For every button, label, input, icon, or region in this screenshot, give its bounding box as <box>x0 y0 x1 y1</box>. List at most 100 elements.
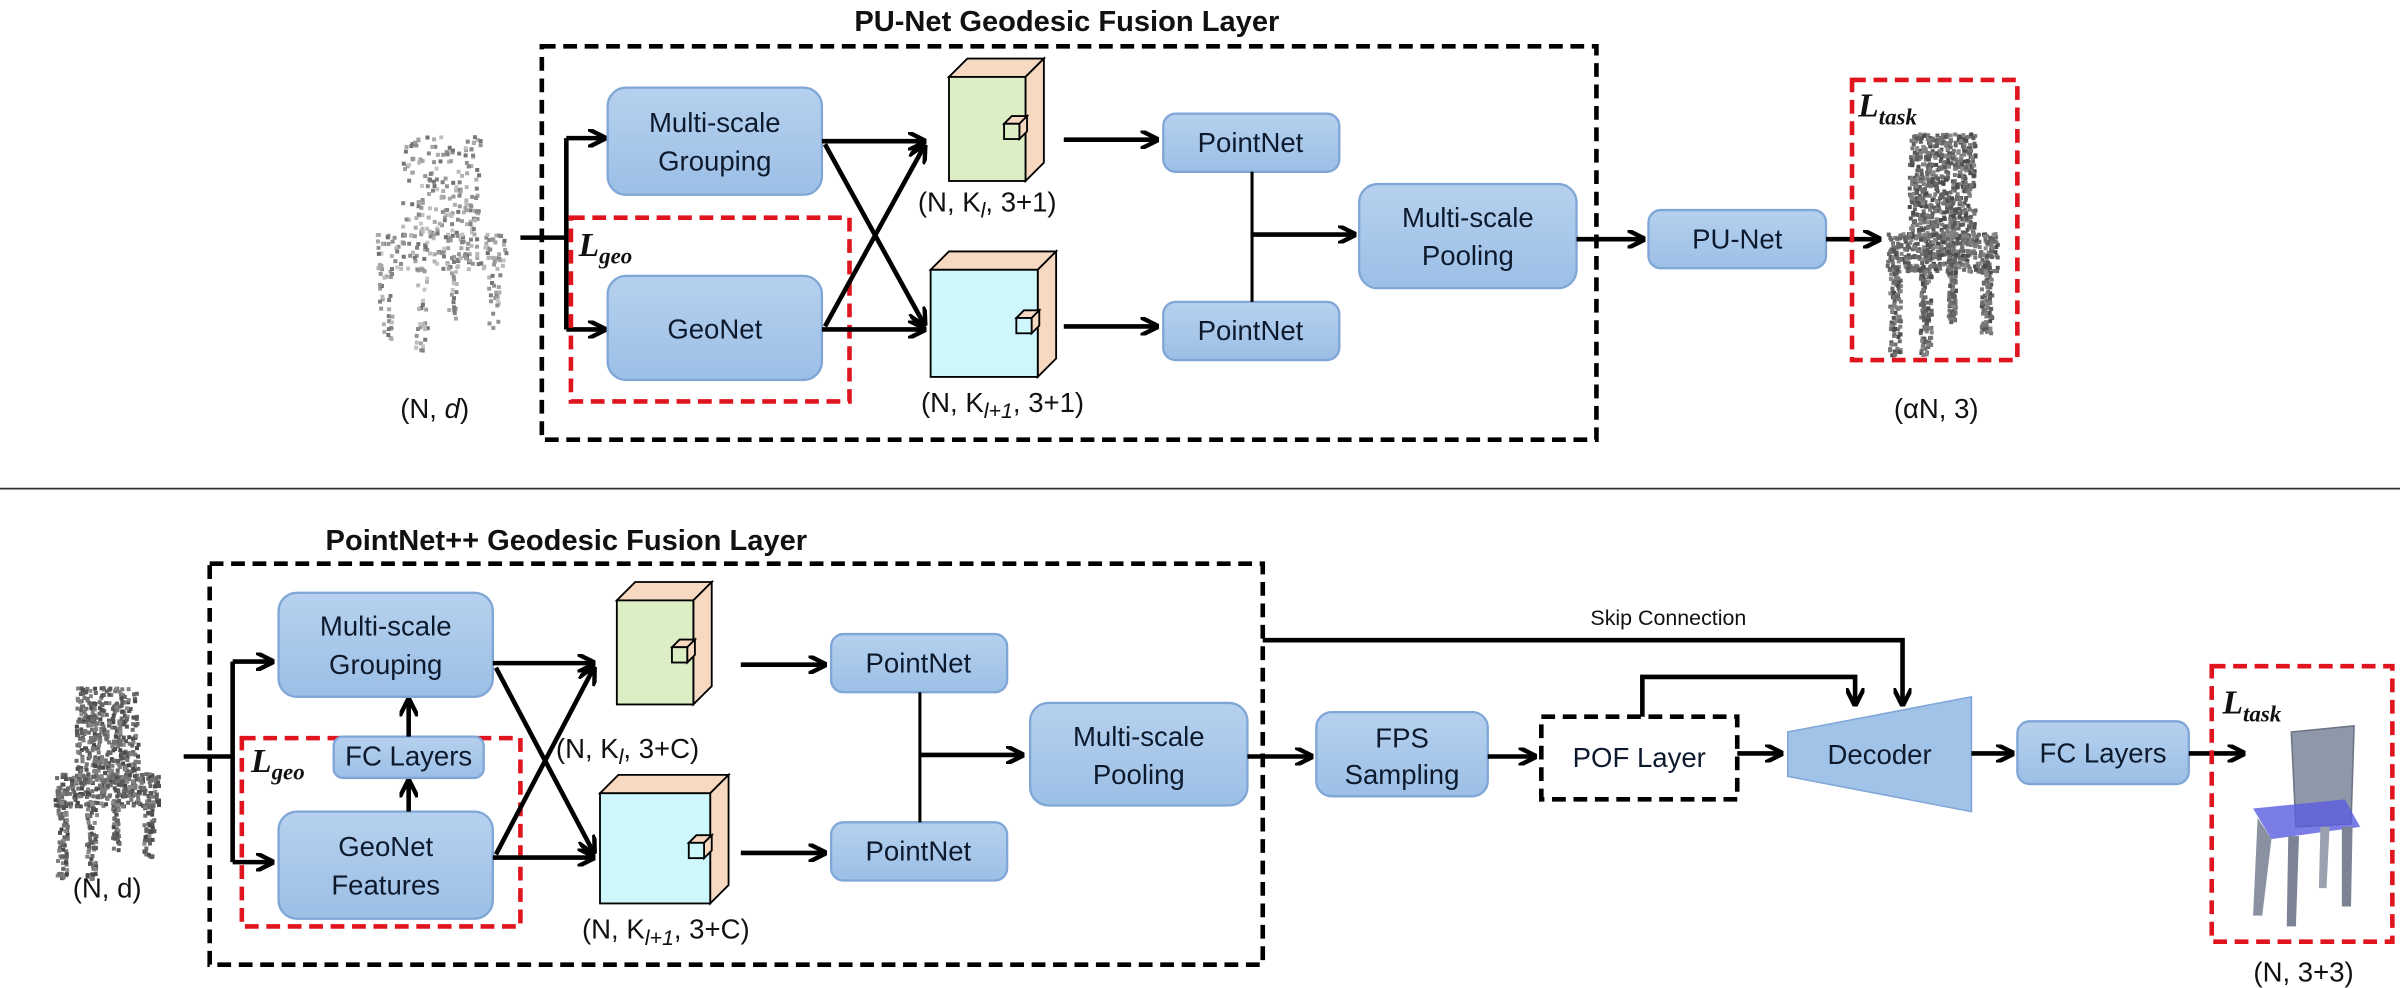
point <box>1983 269 1988 274</box>
point <box>75 743 80 748</box>
point <box>447 145 452 150</box>
point <box>1971 233 1976 238</box>
point <box>83 716 88 721</box>
point <box>106 761 111 766</box>
point <box>457 151 462 156</box>
point <box>382 275 387 280</box>
point <box>143 788 148 793</box>
point <box>62 835 67 840</box>
point <box>1945 243 1950 248</box>
point <box>1976 263 1981 268</box>
point <box>456 169 461 174</box>
point <box>1946 264 1951 269</box>
point <box>1970 154 1975 159</box>
point <box>413 225 418 230</box>
point <box>1936 249 1941 254</box>
point <box>1962 152 1967 157</box>
point <box>1985 272 1990 277</box>
point <box>449 292 454 297</box>
point <box>113 689 118 694</box>
point <box>1936 221 1941 226</box>
point <box>1950 252 1955 257</box>
point <box>1948 190 1953 195</box>
point <box>418 341 423 346</box>
point <box>136 801 141 806</box>
point <box>1952 173 1957 178</box>
point <box>443 235 448 240</box>
point <box>92 800 97 805</box>
point <box>466 267 471 272</box>
point <box>1977 239 1982 244</box>
point <box>454 290 459 295</box>
point <box>423 242 428 247</box>
point <box>1915 264 1920 269</box>
point <box>58 830 62 835</box>
point <box>150 821 155 826</box>
point <box>64 852 69 857</box>
point <box>1921 274 1926 279</box>
point <box>1963 253 1968 258</box>
point <box>149 855 154 860</box>
point <box>474 177 479 182</box>
point <box>91 872 96 877</box>
point <box>413 140 418 145</box>
point <box>90 748 95 753</box>
point <box>460 240 465 245</box>
point <box>1957 161 1962 166</box>
point <box>487 286 492 291</box>
point <box>119 756 124 761</box>
point <box>450 211 455 216</box>
point <box>441 189 446 194</box>
point <box>1893 276 1898 281</box>
point <box>1966 264 1971 269</box>
point <box>1939 152 1944 157</box>
point <box>1951 214 1956 219</box>
point <box>120 802 124 807</box>
point <box>493 296 498 301</box>
point <box>502 238 507 243</box>
point <box>1909 238 1914 243</box>
point <box>1898 347 1903 352</box>
point <box>1955 162 1960 167</box>
point <box>1955 182 1960 187</box>
point <box>496 285 501 290</box>
point <box>1951 318 1956 323</box>
point <box>460 232 465 237</box>
point <box>92 713 97 718</box>
point <box>1931 180 1936 185</box>
point <box>119 703 124 708</box>
point <box>1974 238 1979 243</box>
point <box>1909 158 1914 163</box>
point <box>375 239 380 244</box>
point <box>64 812 69 817</box>
point <box>130 743 135 748</box>
point <box>105 752 110 757</box>
point <box>82 732 87 736</box>
point <box>106 723 111 728</box>
point <box>494 233 499 238</box>
point <box>117 719 122 724</box>
point <box>93 846 98 851</box>
point <box>1985 292 1990 297</box>
point <box>385 235 390 240</box>
point <box>61 875 66 880</box>
point <box>75 730 80 735</box>
point <box>451 180 456 185</box>
feature-cube-green <box>614 579 714 707</box>
point <box>1912 155 1917 160</box>
point <box>1929 204 1934 209</box>
point <box>106 718 111 723</box>
point <box>86 844 91 849</box>
point <box>378 299 383 304</box>
point <box>97 706 102 711</box>
point <box>1933 181 1938 186</box>
point <box>1961 237 1965 242</box>
point <box>110 763 115 768</box>
point <box>1892 271 1897 276</box>
point <box>131 740 136 745</box>
point <box>461 210 466 215</box>
point <box>89 714 94 719</box>
point <box>444 150 449 155</box>
point <box>1926 193 1931 198</box>
point <box>1951 300 1956 305</box>
